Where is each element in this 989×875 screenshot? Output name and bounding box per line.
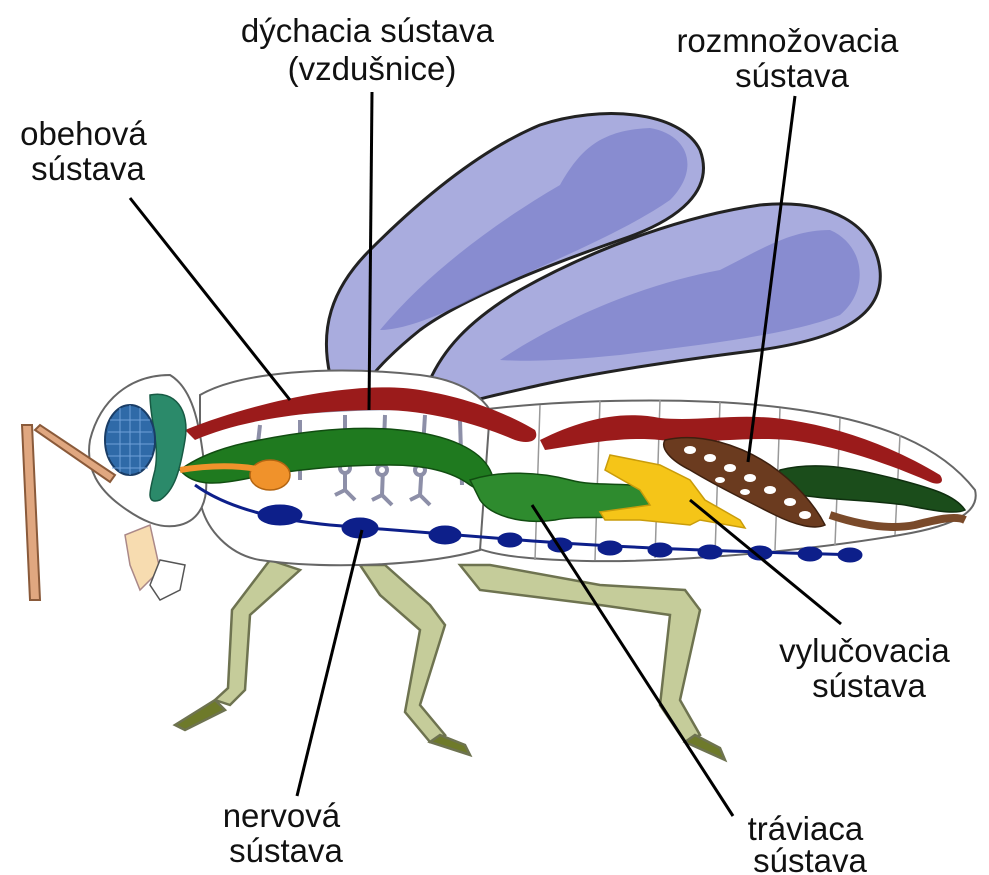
antenna-shaft [22,425,40,600]
label-excretory: vylučovacia sústava [779,632,959,704]
middle-foot [430,735,470,755]
label-circulatory: obehová sústava [20,115,156,187]
wings [326,114,880,410]
leader-line-circulatory [130,198,290,400]
leader-line-nervous [297,530,362,796]
rear-foot [685,735,725,760]
mouthparts [125,525,185,600]
rear-leg [460,565,700,742]
ganglion [648,543,672,557]
label-reproductive: rozmnožovacia sústava [676,22,907,94]
legs [175,560,725,760]
spiracle [377,465,387,475]
ganglion [698,545,722,559]
ganglion [838,548,862,562]
label-respiratory: dýchacia sústava (vzdušnice) [241,12,503,87]
label-digestive: tráviaca sústava [748,810,873,875]
front-foot [175,700,225,730]
middle-leg [360,565,445,742]
ganglion [798,547,822,561]
label-nervous: nervová sústava [223,797,350,869]
ganglion [429,526,461,544]
ganglion [498,533,522,547]
front-leg [215,560,300,705]
crop [250,460,290,490]
ganglion [258,505,302,525]
ganglion [598,541,622,555]
